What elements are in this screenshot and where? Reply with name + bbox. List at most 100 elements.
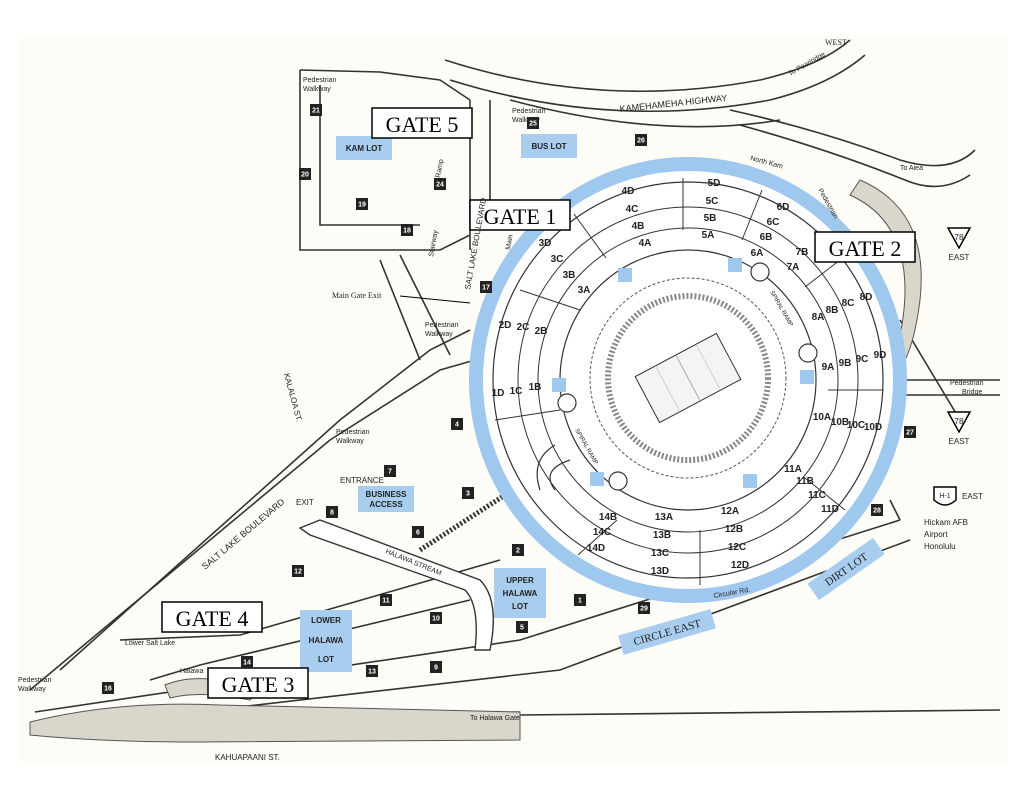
dirt-lot-box[interactable] — [807, 537, 885, 601]
section-9c[interactable]: 9C — [856, 354, 869, 365]
route-78-shield-bottom: 78 EAST — [946, 411, 972, 446]
section-7a[interactable]: 7A — [787, 262, 800, 273]
section-11b[interactable]: 11B — [796, 476, 814, 487]
lot-marker-29 — [638, 602, 650, 614]
lot-number-5: 5 — [520, 625, 524, 632]
section-12a[interactable]: 12A — [721, 506, 739, 517]
section-9a[interactable]: 9A — [822, 362, 835, 373]
section-11d[interactable]: 11D — [821, 504, 839, 515]
section-1d[interactable]: 1D — [492, 388, 505, 399]
lot-marker-1 — [574, 594, 586, 606]
section-12c[interactable]: 12C — [728, 542, 746, 553]
lot-number-9: 9 — [434, 665, 438, 672]
section-4d[interactable]: 4D — [622, 186, 635, 197]
section-14b[interactable]: 14B — [599, 512, 617, 523]
section-13a[interactable]: 13A — [655, 512, 673, 523]
circle-east-box[interactable] — [618, 609, 716, 655]
gate-4[interactable]: GATE 4 — [161, 601, 263, 633]
gate-1[interactable]: GATE 1 — [469, 199, 571, 231]
section-11c[interactable]: 11C — [808, 490, 826, 501]
section-11a[interactable]: 11A — [784, 464, 802, 475]
section-10c[interactable]: 10C — [847, 420, 865, 431]
gate-3[interactable]: GATE 3 — [207, 667, 309, 699]
to-halawa-gate-label: To Halawa Gate — [470, 715, 520, 722]
section-13d[interactable]: 13D — [651, 566, 669, 577]
svg-text:78: 78 — [955, 233, 964, 242]
section-3c[interactable]: 3C — [551, 254, 564, 265]
svg-text:78: 78 — [955, 417, 964, 426]
lot-marker-13 — [366, 665, 378, 677]
ped-walkway-3a: Pedestrian — [425, 322, 459, 329]
lot-marker-17 — [480, 281, 492, 293]
section-4c[interactable]: 4C — [626, 204, 639, 215]
section-3b[interactable]: 3B — [563, 270, 576, 281]
section-2c[interactable]: 2C — [517, 322, 530, 333]
business-access-box[interactable] — [358, 486, 414, 512]
section-2b[interactable]: 2B — [535, 326, 548, 337]
section-9d[interactable]: 9D — [874, 350, 887, 361]
upper-halawa-lot-box[interactable] — [494, 568, 546, 618]
lot-marker-19 — [356, 198, 368, 210]
section-13b[interactable]: 13B — [653, 530, 671, 541]
section-8a[interactable]: 8A — [812, 312, 825, 323]
business-access-label-1: BUSINESS — [366, 490, 408, 499]
kam-lot-box[interactable] — [336, 136, 392, 160]
lot-marker-9 — [430, 661, 442, 673]
section-6b[interactable]: 6B — [760, 232, 773, 243]
section-13c[interactable]: 13C — [651, 548, 669, 559]
section-8c[interactable]: 8C — [842, 298, 855, 309]
gate-5[interactable]: GATE 5 — [371, 107, 473, 139]
sand-strip-south — [29, 703, 521, 743]
lot-number-11: 11 — [382, 598, 390, 605]
lot-marker-14 — [241, 656, 253, 668]
section-5c[interactable]: 5C — [706, 196, 719, 207]
lot-marker-11 — [380, 594, 392, 606]
lower-halawa-lot-box[interactable] — [300, 610, 352, 672]
section-10d[interactable]: 10D — [864, 422, 882, 433]
hickam-label-2: Airport — [924, 530, 948, 539]
section-12d[interactable]: 12D — [731, 560, 749, 571]
section-6d[interactable]: 6D — [777, 202, 790, 213]
section-7b[interactable]: 7B — [796, 247, 809, 258]
route-78-shield-top: 78 EAST — [946, 227, 972, 262]
lot-number-29: 29 — [640, 606, 648, 613]
section-9b[interactable]: 9B — [839, 358, 852, 369]
lot-number-26: 26 — [637, 138, 645, 145]
section-3a[interactable]: 3A — [578, 285, 591, 296]
section-1b[interactable]: 1B — [529, 382, 542, 393]
lot-marker-7 — [384, 465, 396, 477]
compass-west: WEST — [825, 38, 847, 47]
section-4b[interactable]: 4B — [632, 221, 645, 232]
gate-2[interactable]: GATE 2 — [814, 231, 916, 263]
section-14c[interactable]: 14C — [593, 527, 611, 538]
lot-marker-2 — [512, 544, 524, 556]
svg-text:EAST: EAST — [949, 253, 970, 262]
section-8b[interactable]: 8B — [826, 305, 839, 316]
section-10b[interactable]: 10B — [831, 417, 849, 428]
section-12b[interactable]: 12B — [725, 524, 743, 535]
section-6c[interactable]: 6C — [767, 217, 780, 228]
bus-lot-box[interactable] — [521, 134, 577, 158]
entrance-label: ENTRANCE — [340, 476, 384, 485]
inner-gate-markers — [552, 258, 814, 488]
section-3d[interactable]: 3D — [539, 238, 552, 249]
section-5a[interactable]: 5A — [702, 230, 715, 241]
section-4a[interactable]: 4A — [639, 238, 652, 249]
section-14d[interactable]: 14D — [587, 543, 605, 554]
section-2d[interactable]: 2D — [499, 320, 512, 331]
lot-marker-6 — [412, 526, 424, 538]
ped-walkway-4a: Pedestrian — [336, 429, 370, 436]
gate-4-label: GATE 4 — [176, 606, 249, 631]
lot-marker-8 — [326, 506, 338, 518]
hickam-label-1: Hickam AFB — [924, 518, 968, 527]
svg-text:EAST: EAST — [949, 437, 970, 446]
section-10a[interactable]: 10A — [813, 412, 831, 423]
section-1c[interactable]: 1C — [510, 386, 523, 397]
lot-number-6: 6 — [416, 530, 420, 537]
section-8d[interactable]: 8D — [860, 292, 873, 303]
section-6a[interactable]: 6A — [751, 248, 764, 259]
svg-text:H-1: H-1 — [939, 493, 950, 500]
section-5b[interactable]: 5B — [704, 213, 717, 224]
section-5d[interactable]: 5D — [708, 178, 721, 189]
stadium — [469, 157, 907, 603]
